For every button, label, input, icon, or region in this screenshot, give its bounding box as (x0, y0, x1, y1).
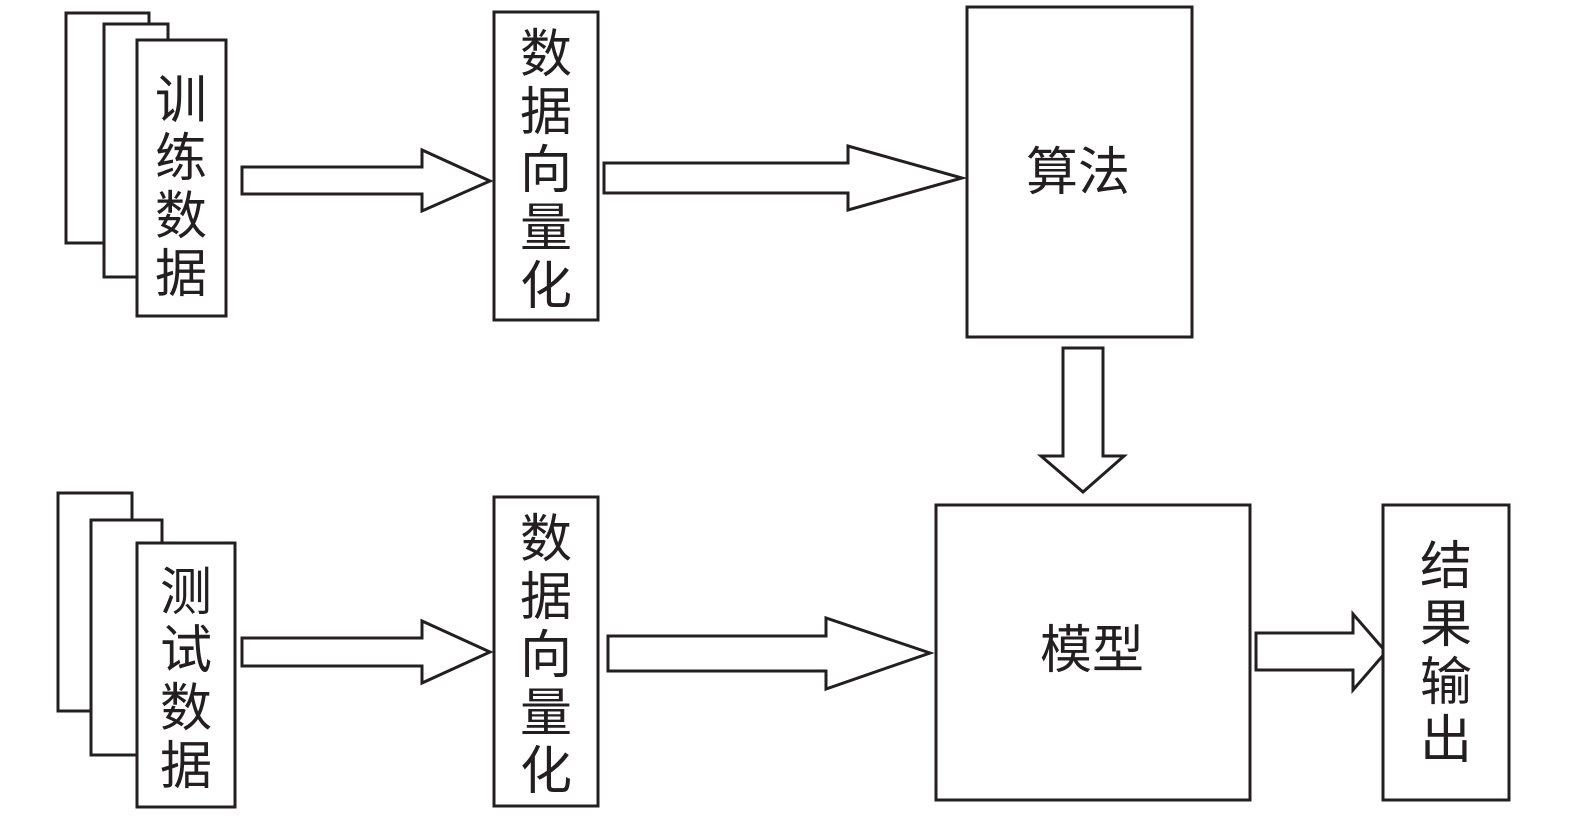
vectorize-bottom-char-3: 向 (520, 626, 572, 686)
vectorize-top-char-4: 量 (520, 199, 572, 259)
training-char-3: 数 (155, 187, 207, 247)
vectorize-bottom-char-5: 化 (520, 742, 572, 802)
result-char-2: 果 (1420, 595, 1472, 655)
arrow-test-to-vectorize (240, 618, 494, 686)
test-char-1: 测 (160, 563, 212, 623)
result-char-1: 结 (1420, 537, 1472, 597)
vectorize-bottom-char-4: 量 (520, 684, 572, 744)
vectorize-box-bottom: 数 据 向 量 化 (492, 495, 600, 808)
vectorize-top-char-5: 化 (520, 257, 572, 317)
arrow-algorithm-to-model (1036, 346, 1128, 494)
test-doc-front (135, 541, 237, 809)
vectorize-bottom-char-2: 据 (520, 568, 572, 628)
vectorize-top-char-2: 据 (520, 83, 572, 143)
training-char-1: 训 (155, 71, 207, 131)
training-char-4: 据 (155, 245, 207, 305)
vectorize-top-char-1: 数 (520, 25, 572, 85)
test-char-3: 数 (160, 679, 212, 739)
result-output-box: 结 果 输 出 (1381, 503, 1511, 802)
result-output-rect (1381, 503, 1511, 802)
vectorize-top-char-3: 向 (520, 141, 572, 201)
model-rect (934, 503, 1252, 802)
arrow-vectorize-to-algorithm (602, 144, 968, 212)
test-char-4: 据 (160, 737, 212, 797)
vectorize-box-top: 数 据 向 量 化 (492, 10, 600, 322)
test-char-2: 试 (160, 621, 212, 681)
model-label: 模型 (1040, 621, 1144, 681)
vectorize-bottom-rect (492, 495, 600, 808)
training-doc-front (135, 38, 228, 318)
algorithm-label: 算法 (1026, 143, 1130, 203)
result-char-3: 输 (1420, 653, 1472, 713)
algorithm-rect (965, 5, 1194, 339)
training-data-stack: 训 练 数 据 (64, 11, 228, 318)
vectorize-bottom-char-1: 数 (520, 510, 572, 570)
arrow-training-to-vectorize (240, 147, 494, 214)
arrow-model-to-output (1254, 609, 1388, 695)
algorithm-box: 算法 (965, 5, 1194, 339)
vectorize-top-rect (492, 10, 600, 322)
arrow-vectorize-to-model (606, 615, 935, 692)
model-box: 模型 (934, 503, 1252, 802)
result-char-4: 出 (1420, 711, 1472, 771)
test-data-stack: 测 试 数 据 (56, 491, 237, 809)
training-char-2: 练 (155, 129, 207, 189)
